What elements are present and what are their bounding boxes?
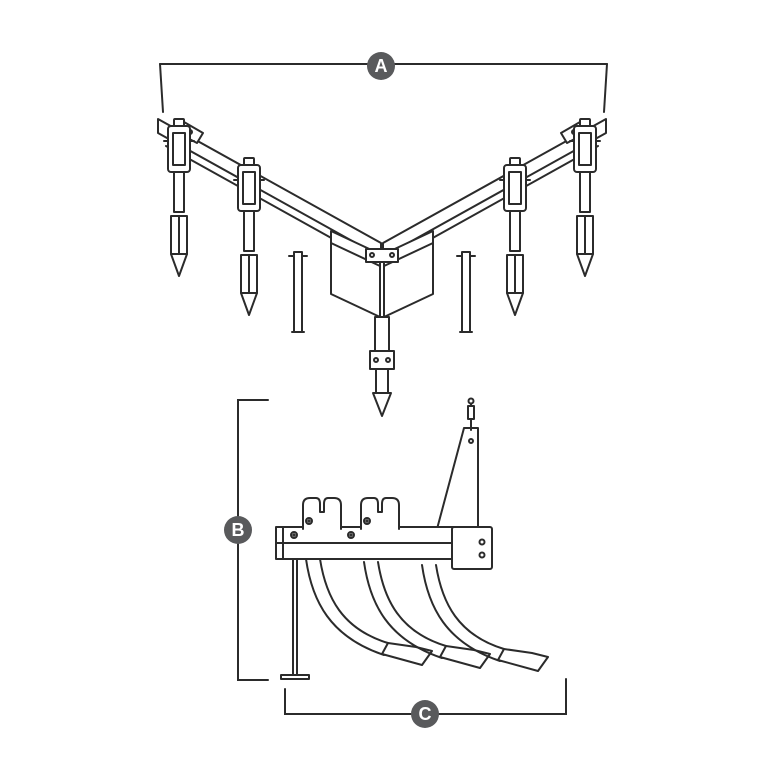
clamp-tower-2: [360, 497, 400, 530]
dimension-b-label: B: [232, 520, 245, 540]
top-view-drawing: [157, 118, 607, 417]
dimension-c: C: [284, 678, 567, 728]
dimension-a: A: [159, 52, 608, 113]
dimension-a-tick-left: [159, 63, 164, 113]
shank-assembly-mid-right: [499, 157, 531, 316]
top-strip-shank-right: [456, 251, 476, 333]
dimension-b: B: [224, 399, 269, 681]
top-strip-shank-left: [288, 251, 308, 333]
clamp-tower-1: [302, 497, 342, 530]
dimension-a-label: A: [375, 56, 388, 76]
mast: [436, 397, 479, 530]
dimension-a-tick-right: [603, 63, 608, 113]
parking-stand: [280, 558, 310, 680]
hitch-plate: [451, 526, 493, 570]
dimension-c-label: C: [419, 704, 432, 724]
dimension-c-badge: [411, 700, 439, 728]
side-view-drawing: [275, 397, 549, 680]
dimension-b-badge: [224, 516, 252, 544]
shank-assembly-outer-right: [569, 118, 601, 277]
dimension-a-badge: [367, 52, 395, 80]
center-v-wing-unit: [330, 230, 434, 417]
shank-assembly-outer-left: [163, 118, 195, 277]
shank-assembly-mid-left: [233, 157, 265, 316]
side-shank-1: [305, 558, 433, 666]
